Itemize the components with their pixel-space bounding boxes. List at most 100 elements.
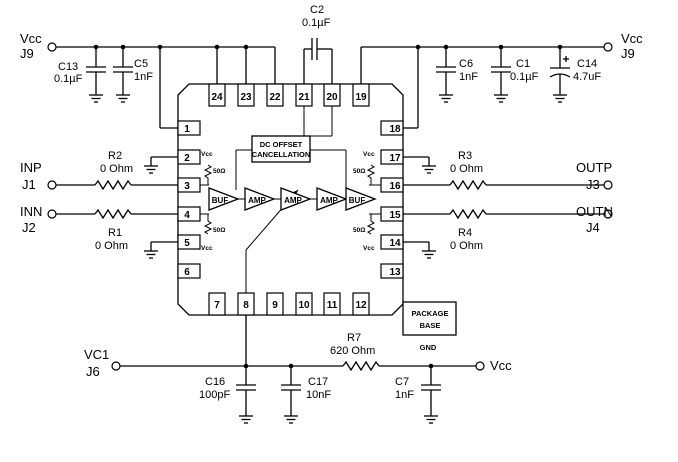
inp-ref: J1	[22, 177, 36, 192]
c6-value: 1nF	[459, 71, 478, 83]
left-pins: 1 2 3 4 5 6	[177, 120, 201, 279]
pin-15-label: 15	[389, 210, 401, 221]
gnd-label: GND	[420, 343, 437, 352]
package-base-box: PACKAGE BASE	[402, 301, 457, 336]
output-vcc-top: Vcc	[363, 151, 375, 158]
output-buffer-label: BUF	[349, 196, 366, 205]
bottom-pins: 7 8 9 10 11 12	[208, 292, 370, 316]
pin-17-label: 17	[389, 153, 401, 164]
pin-18-label: 18	[389, 124, 401, 135]
input-50ohm-top: 50Ω	[213, 168, 225, 175]
inn-ref: J2	[22, 220, 36, 235]
vcc-rail-left	[47, 42, 276, 129]
pin-23-label: 23	[240, 92, 252, 103]
r1-ref: R1	[108, 227, 122, 239]
inp-label: INP	[20, 160, 42, 175]
inp-terminal[interactable]	[47, 180, 57, 190]
inn-terminal[interactable]	[47, 209, 57, 219]
pin-3-label: 3	[184, 181, 190, 192]
pin-2-label: 2	[184, 153, 190, 164]
c16-value: 100pF	[199, 389, 230, 401]
amp-1	[244, 187, 276, 211]
variable-amp	[280, 187, 312, 211]
pin-5-label: 5	[184, 238, 190, 249]
amp-1-label: AMP	[248, 196, 266, 205]
capacitor-c16	[236, 366, 256, 424]
input-buffer	[208, 187, 240, 211]
input-vcc-top: Vcc	[201, 151, 213, 158]
outn-terminal[interactable]	[603, 209, 613, 219]
dc-offset-label: DC OFFSET	[260, 140, 303, 149]
ic-package	[177, 83, 404, 316]
c5-value: 1nF	[134, 71, 153, 83]
vc1-label: VC1	[84, 347, 109, 362]
input-termination	[203, 164, 213, 235]
vcc-j9-left-terminal[interactable]	[47, 42, 57, 52]
output-50ohm-top: 50Ω	[353, 168, 365, 175]
vc1-ref: J6	[86, 364, 100, 379]
c14-value: 4.7uF	[573, 71, 601, 83]
inn-line	[47, 208, 178, 220]
r7-value: 620 Ohm	[330, 345, 375, 357]
vcc-j9-left-label: Vcc	[20, 31, 42, 46]
vcc-j9-left-ref: J9	[20, 46, 34, 61]
outp-label: OUTP	[576, 160, 612, 175]
pin-20-label: 20	[326, 92, 338, 103]
pin-10-label: 10	[298, 300, 310, 311]
pin-17-ground	[403, 156, 436, 174]
r3-ref: R3	[458, 150, 472, 162]
pin-12-label: 12	[355, 300, 367, 311]
pin-19-label: 19	[355, 92, 367, 103]
output-termination	[366, 164, 376, 235]
pin-11-label: 11	[327, 300, 338, 311]
c6-ref: C6	[459, 58, 473, 70]
r2-ref: R2	[108, 150, 122, 162]
c5-ref: C5	[134, 58, 148, 70]
dc-offset-block: DC OFFSET CANCELLATION	[251, 135, 311, 163]
pin-24-label: 24	[211, 92, 223, 103]
package-base-label: PACKAGE	[412, 309, 449, 318]
c1-ref: C1	[516, 58, 530, 70]
inn-label: INN	[20, 204, 42, 219]
pin-5-ground	[144, 241, 178, 259]
vcc-j9-right-label: Vcc	[621, 31, 643, 46]
outn-line	[403, 208, 613, 220]
r1-value: 0 Ohm	[95, 240, 128, 252]
outp-terminal[interactable]	[603, 180, 613, 190]
pin-14-label: 14	[389, 238, 401, 249]
capacitor-c5	[113, 47, 133, 103]
pin-8-label: 8	[243, 300, 249, 311]
pin-2-ground	[144, 156, 178, 174]
capacitor-c14	[549, 47, 571, 103]
c7-value: 1nF	[395, 389, 414, 401]
c16-ref: C16	[205, 376, 225, 388]
c17-value: 10nF	[306, 389, 331, 401]
vcc-j9-right-terminal[interactable]	[603, 42, 613, 52]
capacitor-c2	[303, 38, 333, 84]
capacitor-c13	[86, 47, 106, 103]
output-buffer	[345, 187, 377, 211]
amp-3-label: AMP	[320, 196, 338, 205]
input-vcc-bottom: Vcc	[201, 245, 213, 252]
c14-ref: C14	[577, 58, 597, 70]
pin-7-label: 7	[214, 300, 220, 311]
vc1-terminal[interactable]	[111, 361, 121, 371]
amplifier-chain: BUF AMP AMP AMP BUF	[208, 187, 377, 211]
variable-amp-label: AMP	[284, 196, 302, 205]
capacitor-c6	[436, 47, 456, 103]
outn-label: OUTN	[576, 204, 613, 219]
vcc-bottom-terminal[interactable]	[475, 361, 485, 371]
vcc-j9-right-ref: J9	[621, 46, 635, 61]
pin-1-label: 1	[184, 124, 190, 135]
outp-ref: J3	[586, 177, 600, 192]
outp-line	[403, 179, 613, 191]
capacitor-c1	[491, 47, 511, 103]
output-50ohm-bottom: 50Ω	[353, 227, 365, 234]
input-50ohm-bottom: 50Ω	[213, 227, 225, 234]
capacitor-c7	[421, 366, 441, 424]
c2-ref: C2	[310, 4, 324, 16]
amp-3	[316, 187, 348, 211]
package-base-label-2: BASE	[420, 321, 441, 330]
capacitor-c17	[281, 366, 301, 424]
pin-14-ground	[403, 241, 436, 259]
